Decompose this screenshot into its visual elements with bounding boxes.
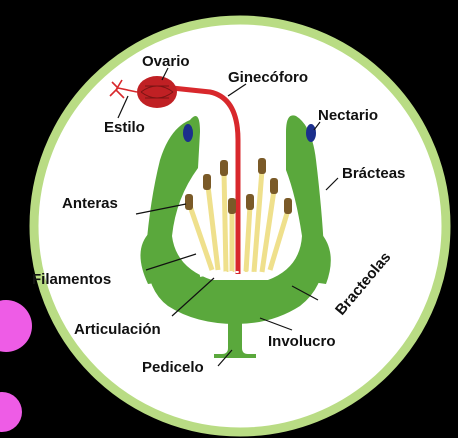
filament [224,172,226,272]
label-pedicelo: Pedicelo [142,359,204,376]
label-nectario: Nectario [318,107,378,124]
label-bracteas: Brácteas [342,165,405,182]
label-filamentos: Filamentos [32,271,111,288]
decor-pink-blob-bottom [0,392,22,432]
label-ovario: Ovario [142,53,190,70]
anther [246,194,254,210]
anther [228,198,236,214]
label-anteras: Anteras [62,195,118,212]
label-estilo: Estilo [104,119,145,136]
nectary-left [183,124,193,142]
anther [185,194,193,210]
anther [220,160,228,176]
label-articulacion: Articulación [74,321,161,338]
ovary [137,76,177,108]
label-ginecoforo: Ginecóforo [228,69,308,86]
anther [203,174,211,190]
nectary-right [306,124,316,142]
anther [284,198,292,214]
anther [270,178,278,194]
decor-pink-blob-top [0,300,32,352]
anther [258,158,266,174]
label-involucro: Involucro [268,333,336,350]
